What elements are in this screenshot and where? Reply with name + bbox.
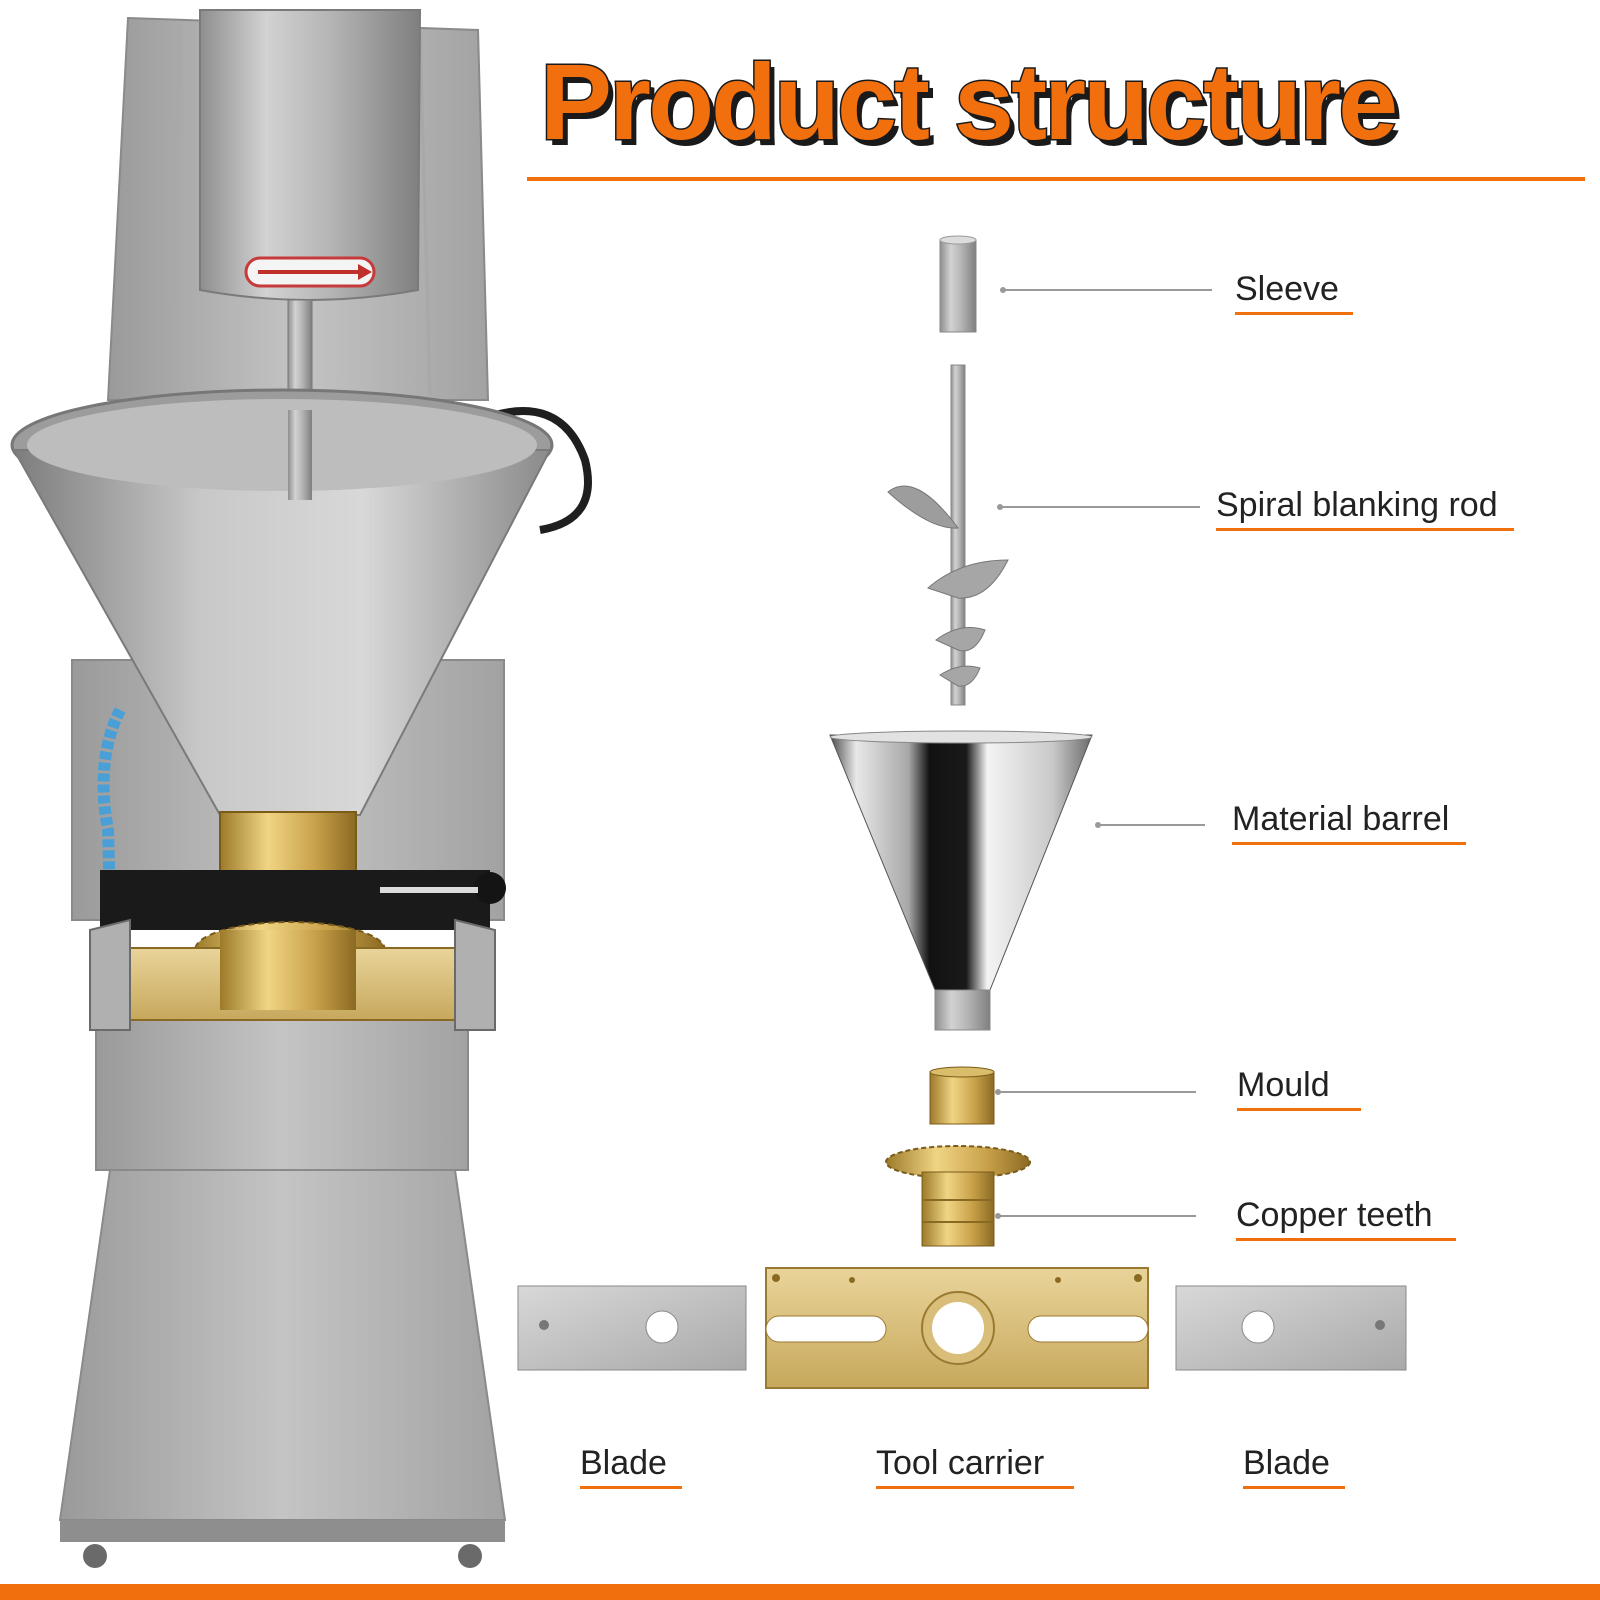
title-underline — [527, 177, 1585, 181]
right-blade-part — [1175, 1285, 1407, 1371]
label-tool-carrier: Tool carrier — [876, 1446, 1074, 1489]
mould-part — [929, 1066, 995, 1125]
bottom-accent-bar — [0, 1584, 1600, 1600]
left-blade-part — [517, 1285, 747, 1371]
label-blade-right: Blade — [1243, 1446, 1345, 1489]
label-copper-teeth: Copper teeth — [1236, 1198, 1456, 1241]
spiral-rod-part — [887, 364, 1009, 706]
sleeve-part — [939, 235, 977, 333]
label-sleeve: Sleeve — [1235, 272, 1353, 315]
copper-teeth-part — [885, 1145, 1031, 1247]
tool-carrier-part — [765, 1267, 1149, 1389]
leader-lines — [995, 287, 1212, 1219]
material-barrel-part — [829, 730, 1093, 1031]
label-material-barrel: Material barrel — [1232, 802, 1466, 845]
label-blade-left: Blade — [580, 1446, 682, 1489]
machine-photo — [10, 9, 592, 1568]
page-title: Product structure — [539, 41, 1400, 162]
label-spiral-blanking-rod: Spiral blanking rod — [1216, 488, 1514, 531]
label-mould: Mould — [1237, 1068, 1361, 1111]
